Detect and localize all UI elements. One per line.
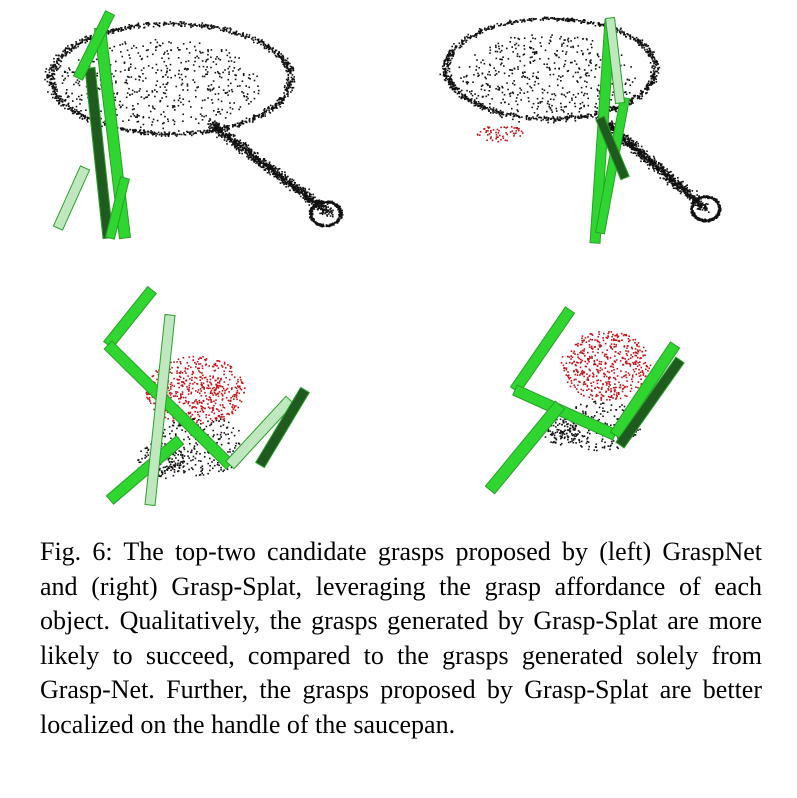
saucepan-handle-end-points xyxy=(308,200,344,228)
gripper-finger xyxy=(609,341,681,439)
gripper-finger xyxy=(604,16,626,105)
figure-image-grid xyxy=(30,8,770,525)
caption-label: Fig. 6: xyxy=(40,537,113,566)
panel-graspnet-saucepan xyxy=(30,8,370,248)
panel-graspnet-mug xyxy=(80,275,340,525)
affordance-points xyxy=(476,126,524,143)
affordance-points xyxy=(560,331,652,401)
saucepan-handle-points xyxy=(207,118,334,218)
gripper-finger xyxy=(144,313,176,507)
gripper-finger xyxy=(225,395,295,470)
gripper-finger xyxy=(52,165,91,231)
caption-text: The top-two candidate grasps proposed by… xyxy=(40,537,762,739)
panel-graspsplat-saucepan xyxy=(430,8,770,258)
gripper-finger xyxy=(72,10,116,81)
saucepan-handle-end-points xyxy=(690,195,722,223)
gripper-finger xyxy=(255,386,310,469)
panel-graspsplat-mug xyxy=(470,305,700,505)
gripper-finger xyxy=(103,285,157,350)
gripper-finger xyxy=(615,356,685,449)
gripper-finger xyxy=(105,176,130,240)
figure-caption: Fig. 6: The top-two candidate grasps pro… xyxy=(40,535,762,742)
gripper-finger xyxy=(105,435,185,505)
gripper-finger xyxy=(594,96,631,235)
gripper-finger xyxy=(595,115,630,181)
gripper-finger xyxy=(484,400,566,495)
gripper-finger xyxy=(509,306,576,394)
